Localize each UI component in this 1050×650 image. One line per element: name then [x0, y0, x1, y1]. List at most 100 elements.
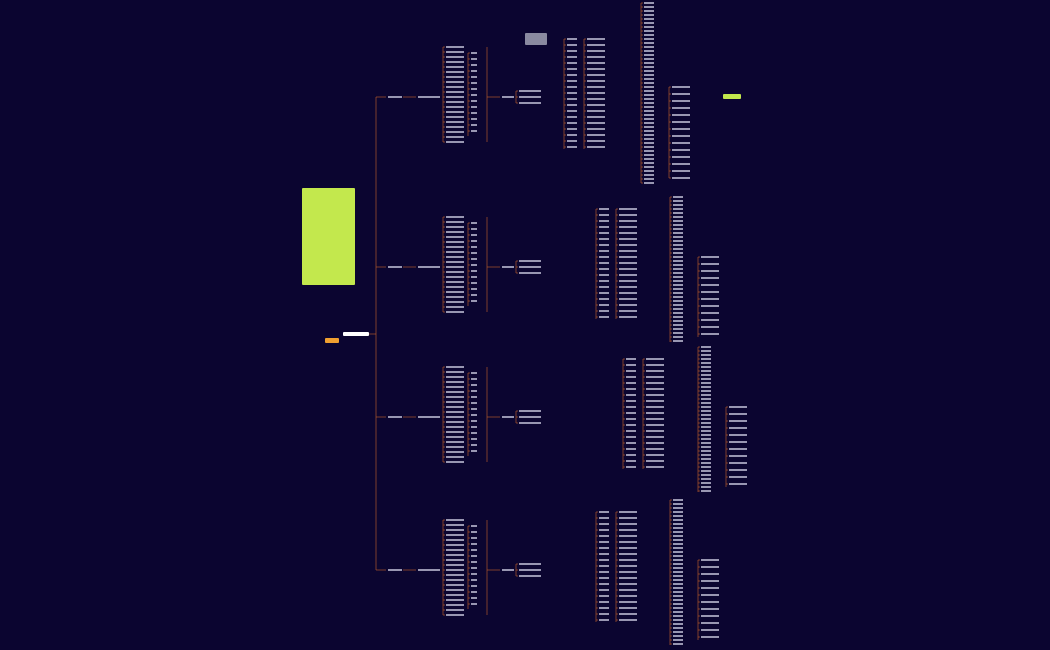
branch-2-detail-keys-text — [599, 220, 609, 222]
branch-text — [388, 569, 402, 571]
branch-3-detail-keys-text — [626, 370, 636, 372]
branch-1-list-text — [644, 182, 654, 184]
branch-2-subitems-text — [471, 300, 477, 302]
branch-4-mid-text — [502, 569, 514, 571]
branch-3-list-text — [701, 362, 711, 364]
branch-4-descriptions-text — [701, 608, 719, 610]
branch-2-list-text — [673, 208, 683, 210]
branch-3-items-text — [446, 451, 464, 453]
branch-1-descriptions-text — [672, 149, 690, 151]
branch-2-detail-keys-text — [599, 304, 609, 306]
branch-3-items-text — [446, 411, 464, 413]
branch-1-detail-values-text — [587, 122, 605, 124]
branch-2-subitems-text — [471, 270, 477, 272]
branch-4-descriptions-text — [701, 622, 719, 624]
branch-4-list-text — [673, 559, 683, 561]
root-node[interactable] — [343, 332, 369, 336]
branch-detail-text — [418, 569, 440, 571]
branch-3-list-text — [701, 450, 711, 452]
branch-1-items-text — [446, 81, 464, 83]
branch-2-detail-keys-text — [599, 226, 609, 228]
branch-4-list-text — [673, 543, 683, 545]
branch-1-subitems-text — [471, 82, 477, 84]
branch-3-descriptions-text — [729, 483, 747, 485]
branch-4-descriptions-text — [701, 615, 719, 617]
branch-3-descriptions-text — [729, 462, 747, 464]
branch-3-detail-keys-text — [626, 394, 636, 396]
branch-3-detail-keys-text — [626, 364, 636, 366]
branch-1-detail-keys-text — [567, 86, 577, 88]
branch-2-detail-values-text — [619, 244, 637, 246]
branch-3-list-text — [701, 390, 711, 392]
branch-4-detail-values-text — [619, 595, 637, 597]
branch-2-list-text — [673, 228, 683, 230]
branch-2-list-text — [673, 316, 683, 318]
branch-2-subitems-text — [471, 276, 477, 278]
branch-3-detail-keys-text — [626, 436, 636, 438]
branch-1-items-text — [446, 51, 464, 53]
branch-4-detail-keys-text — [599, 523, 609, 525]
branch-2-descriptions-text — [701, 270, 719, 272]
branch-4-list-text — [673, 583, 683, 585]
branch-2-subitems-text — [471, 282, 477, 284]
branch-text — [388, 266, 402, 268]
branch-1-list-text — [644, 110, 654, 112]
branch-3-list-text — [701, 458, 711, 460]
branch-3-items-text — [446, 431, 464, 433]
branch-2-list-text — [673, 196, 683, 198]
notes-panel — [302, 188, 355, 285]
branch-3-detail-values-text — [646, 454, 664, 456]
branch-1-descriptions-text — [672, 86, 690, 88]
branch-3-subitems-text — [471, 378, 477, 380]
branch-4-detail-values-text — [619, 511, 637, 513]
branch-4-list-text — [673, 571, 683, 573]
branch-3-list-text — [701, 418, 711, 420]
branch-3-detail-values-text — [646, 382, 664, 384]
branch-1-detail-values-text — [587, 56, 605, 58]
branch-2-items-text — [446, 246, 464, 248]
branch-2-items-text — [446, 296, 464, 298]
branch-2-detail-keys-text — [599, 316, 609, 318]
branch-3-subitems-text — [471, 450, 477, 452]
branch-4-items-text — [446, 594, 464, 596]
branch-1-items-text — [446, 131, 464, 133]
branch-4-detail-keys-text — [599, 553, 609, 555]
branch-1-list-text — [644, 142, 654, 144]
branch-3-items-text — [446, 401, 464, 403]
branch-3-list-text — [701, 478, 711, 480]
branch-2-descriptions-text — [701, 305, 719, 307]
branch-3-detail-values-text — [646, 394, 664, 396]
branch-2-descriptions-text — [701, 312, 719, 314]
branch-2-list-text — [673, 304, 683, 306]
branch-2-subitems-text — [471, 258, 477, 260]
branch-3-mid-items-text — [519, 416, 541, 418]
branch-4-items-text — [446, 524, 464, 526]
branch-4-list-text — [673, 623, 683, 625]
branch-3-detail-keys-text — [626, 400, 636, 402]
branch-3-detail-values-text — [646, 466, 664, 468]
branch-4-items-text — [446, 599, 464, 601]
branch-2-detail-values-text — [619, 226, 637, 228]
branch-2-detail-values-text — [619, 232, 637, 234]
branch-4-list-text — [673, 547, 683, 549]
branch-3-detail-keys-text — [626, 358, 636, 360]
branch-4-subitems-text — [471, 591, 477, 593]
branch-3-subitems-text — [471, 390, 477, 392]
branch-4-detail-values-text — [619, 523, 637, 525]
branch-1-list-text — [644, 158, 654, 160]
branch-2-descriptions-text — [701, 326, 719, 328]
branch-3-list-text — [701, 482, 711, 484]
branch-4-detail-keys-text — [599, 607, 609, 609]
branch-4-subitems-text — [471, 579, 477, 581]
branch-3-list-text — [701, 370, 711, 372]
branch-4-items-text — [446, 519, 464, 521]
branch-1-list-text — [644, 78, 654, 80]
branch-2-descriptions-text — [701, 319, 719, 321]
branch-1-items-text — [446, 141, 464, 143]
branch-2-detail-values-text — [619, 214, 637, 216]
branch-2-items-text — [446, 216, 464, 218]
root-tag[interactable] — [325, 338, 339, 343]
branch-3-items-text — [446, 421, 464, 423]
branch-2-descriptions-text — [701, 284, 719, 286]
branch-4-detail-values-text — [619, 571, 637, 573]
